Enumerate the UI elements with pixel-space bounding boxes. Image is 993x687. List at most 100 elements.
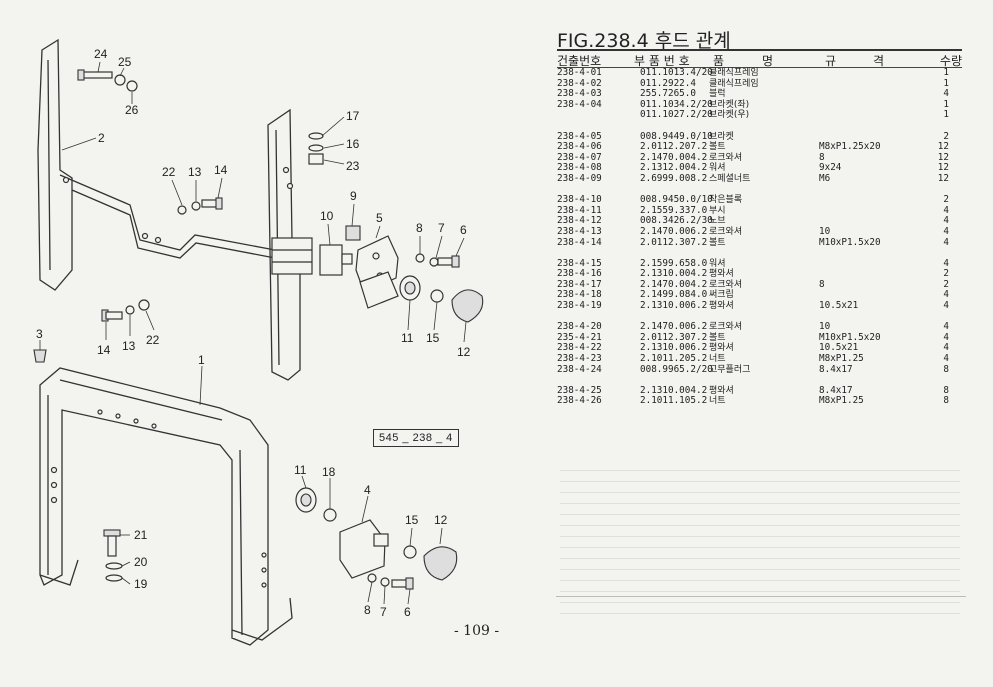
header-spec-b: 격 [873, 54, 885, 68]
part-number-cell: 235-4-21 [557, 331, 602, 343]
header-part-no: 건출번호 [557, 54, 602, 68]
table-spacer [557, 185, 962, 196]
header-name-b: 명 [762, 54, 774, 68]
part-code-cell: 2.1470.004.2 [640, 151, 708, 163]
part-name-cell: 볼트 [709, 332, 726, 343]
table-spacer [557, 312, 962, 323]
part-spec-cell: 8 [819, 151, 825, 163]
part-qty-cell: 4 [943, 257, 949, 269]
callout-16: 16 [346, 137, 360, 151]
part-name-cell: 볼트 [709, 237, 726, 248]
part-number-cell: 238-4-09 [557, 172, 602, 184]
callout-20: 20 [134, 555, 148, 569]
title-rule [557, 49, 962, 51]
callout-13: 13 [188, 165, 202, 179]
part-qty-cell: 8 [943, 395, 949, 407]
part-code-cell: 008.9449.0/10 [640, 130, 713, 142]
part-spec-cell: 10 [819, 225, 831, 237]
part-code-cell: 011.1013.4/20 [640, 67, 713, 78]
callout-6: 6 [460, 223, 467, 237]
part-spec-cell: M8xP1.25x20 [819, 141, 881, 153]
part-name-cell: 스페셜너트 [709, 173, 751, 184]
part-name-cell: 부시 [709, 205, 726, 216]
part-code-cell: 008.3426.2/30 [640, 215, 713, 227]
part-name-cell: 너트 [709, 354, 726, 365]
part-spec-cell: 10.5x21 [819, 300, 859, 312]
table-row: 238-4-03 255.7265.0 블럭 4 [557, 89, 962, 100]
header-name-a: 품 [713, 54, 725, 68]
part-number-cell: 238-4-03 [557, 88, 602, 100]
part-name-cell: 블럭 [709, 89, 726, 100]
part-name-cell: 작은블록 [709, 195, 743, 206]
part-code-cell: 2.1599.658.0 [640, 257, 708, 269]
leader-lines [39, 61, 467, 605]
part-code-cell: 2.1312.004.2 [640, 162, 708, 174]
part-code-cell: 2.1470.006.2 [640, 321, 708, 333]
part-code-cell: 2.1559.337.0 [640, 204, 708, 216]
part-qty-cell: 1 [943, 98, 949, 110]
part-number-cell: 238-4-22 [557, 342, 602, 354]
callout-19: 19 [134, 577, 148, 591]
main-frame [39, 367, 293, 646]
part-number-cell: 238-4-24 [557, 363, 602, 375]
part-qty-cell: 1 [943, 67, 949, 78]
part-number-cell: 238-4-04 [557, 98, 602, 110]
part-number-cell: 238-4-11 [557, 204, 602, 216]
part-number-cell: 238-4-20 [557, 321, 602, 333]
callout-25: 25 [118, 55, 132, 69]
part-number-cell: 238-4-13 [557, 225, 602, 237]
callout-4: 4 [364, 483, 371, 497]
callout-17: 17 [346, 109, 360, 123]
callout-1: 1 [198, 353, 205, 367]
part-number-cell: 238-4-23 [557, 353, 602, 365]
part-name-cell: 브라켓 [709, 131, 734, 142]
part-spec-cell: 8.4x17 [819, 363, 853, 375]
part-code-cell: 255.7265.0 [640, 88, 696, 100]
part-name-cell: 로크와셔 [709, 322, 743, 333]
part-spec-cell: M10xP1.5x20 [819, 331, 881, 343]
callout-14-lower: 14 [97, 343, 111, 357]
part-name-cell: 로크와셔 [709, 226, 743, 237]
part-number-cell: 238-4-07 [557, 151, 602, 163]
part-number-cell: 238-4-08 [557, 162, 602, 174]
callout-23: 23 [346, 159, 360, 173]
part-code-cell: 2.0112.307.2 [640, 236, 708, 248]
part-qty-cell: 4 [943, 88, 949, 100]
part-qty-cell: 4 [943, 289, 949, 301]
bleed-through-shadow [560, 470, 960, 620]
table-spacer [557, 248, 962, 259]
part-number-cell: 238-4-26 [557, 395, 602, 407]
part-qty-cell: 12 [937, 141, 949, 153]
callout-24: 24 [94, 47, 108, 61]
part-name-cell: 클래식프레임 [709, 78, 759, 89]
part-spec-cell: 9x24 [819, 162, 842, 174]
part-code-cell: 2.1310.006.2 [640, 342, 708, 354]
bleed-through-rule [556, 596, 966, 597]
part-code-cell: 2.1470.006.2 [640, 225, 708, 237]
part-qty-cell: 2 [943, 268, 949, 280]
callout-8: 8 [416, 221, 423, 235]
exploded-parts-diagram: 24 25 26 2 17 16 23 22 13 14 9 10 5 8 7 … [33, 38, 484, 646]
part-code-cell: 2.1310.006.2 [640, 300, 708, 312]
callout-3: 3 [36, 327, 43, 341]
callout-26: 26 [125, 103, 139, 117]
part-number-cell: 238-4-18 [557, 289, 602, 301]
part-qty-cell: 4 [943, 353, 949, 365]
callout-7-lower: 7 [380, 605, 387, 619]
part-qty-cell: 2 [943, 130, 949, 142]
part-number-cell: 238-4-25 [557, 384, 602, 396]
table-spacer [557, 121, 962, 132]
part-qty-cell: 4 [943, 331, 949, 343]
part-code-cell: 011.1034.2/20 [640, 98, 713, 110]
callout-21: 21 [134, 528, 148, 542]
